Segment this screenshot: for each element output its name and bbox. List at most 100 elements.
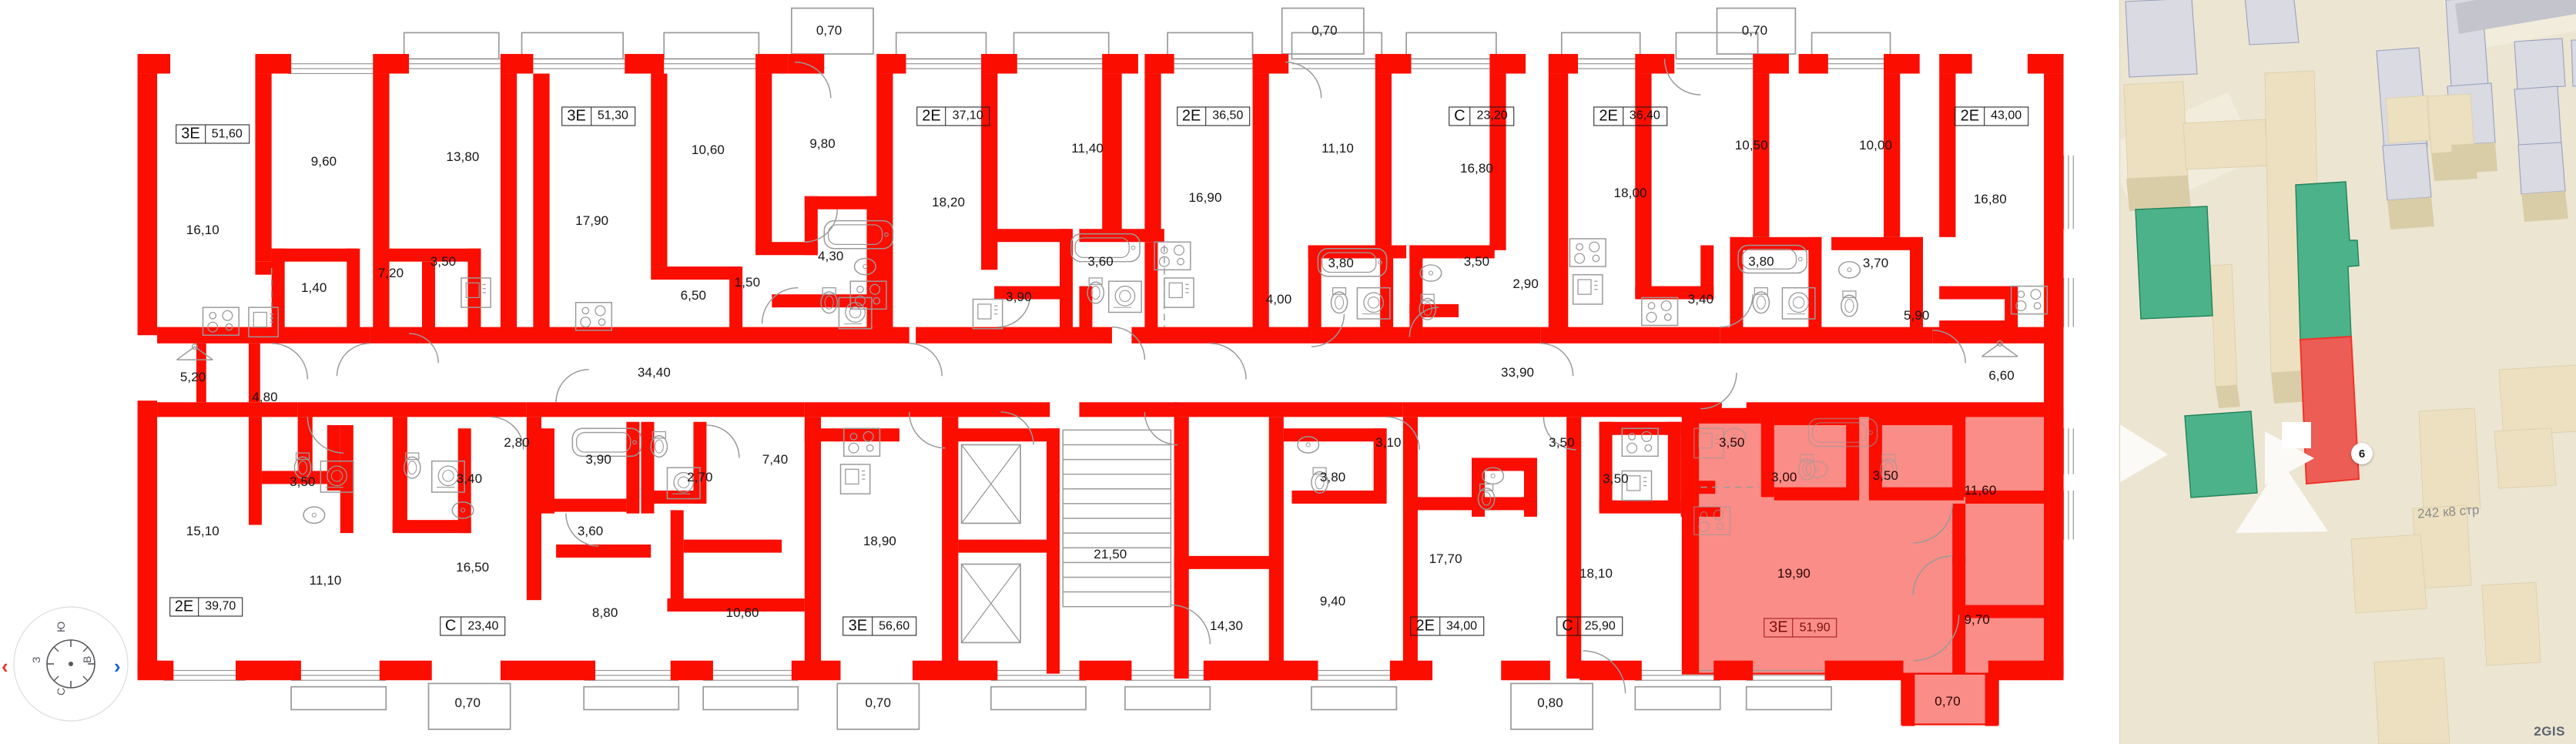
room-area-label: 2,80 bbox=[504, 435, 530, 451]
room-area-label: 3,80 bbox=[1319, 469, 1346, 484]
apartment-tag[interactable]: 2Е 34,00 bbox=[1410, 616, 1485, 636]
apartment-type: С bbox=[1557, 617, 1579, 635]
apartment-type: 3Е bbox=[1764, 618, 1794, 637]
staircase bbox=[1062, 429, 1172, 608]
apartment-type: 2Е bbox=[1411, 617, 1440, 635]
room-area-label: 10,00 bbox=[1859, 137, 1893, 152]
apartment-tag[interactable]: С 23,40 bbox=[439, 616, 506, 636]
room-area-label: 3,60 bbox=[1087, 253, 1114, 269]
apartment-area: 56,60 bbox=[879, 619, 910, 633]
room-area-label: 9,80 bbox=[809, 136, 836, 151]
compass-north-label: С bbox=[55, 688, 67, 695]
apartment-type: С bbox=[1449, 107, 1471, 126]
apartment-tag[interactable]: 2Е 36,50 bbox=[1176, 106, 1251, 126]
room-area-label: 15,10 bbox=[186, 524, 219, 538]
apartment-type: 2Е bbox=[1594, 107, 1623, 126]
room-area-label: 10,60 bbox=[725, 605, 759, 621]
apartment-type: 2Е bbox=[917, 107, 946, 126]
room-area-label: 7,40 bbox=[762, 451, 789, 467]
room-area-label: 16,80 bbox=[1459, 160, 1493, 176]
room-area-label: 3,50 bbox=[430, 253, 457, 269]
apartment-tag[interactable]: 2Е 39,70 bbox=[169, 597, 243, 617]
room-area-label: 3,50 bbox=[1718, 435, 1745, 451]
room-area-label: 0,70 bbox=[1311, 23, 1338, 39]
apartment-tag[interactable]: 3Е 51,30 bbox=[561, 106, 635, 126]
room-area-label: 16,80 bbox=[1973, 192, 2007, 206]
selected-apartment-walls bbox=[1682, 408, 2064, 726]
location-map-panel[interactable]: 6 242 к8 стр 2GIS bbox=[2119, 0, 2576, 744]
room-area-label: 6,60 bbox=[1988, 368, 2015, 384]
apartment-area: 23,20 bbox=[1476, 109, 1508, 122]
compass-rose[interactable]: З В Ю С bbox=[9, 602, 132, 726]
room-area-label: 17,70 bbox=[1429, 551, 1462, 567]
floor-plan-drawing bbox=[137, 7, 2074, 730]
room-area-label: 11,10 bbox=[1321, 141, 1354, 156]
apartment-type: 2Е bbox=[1177, 107, 1207, 126]
window-glazing bbox=[163, 58, 2074, 681]
room-area-label: 11,40 bbox=[1071, 141, 1104, 156]
room-area-label: 1,40 bbox=[300, 280, 327, 295]
previous-floor-button[interactable]: ‹ bbox=[2, 655, 8, 678]
room-area-label: 14,30 bbox=[1210, 618, 1244, 634]
balcony-outlines bbox=[290, 7, 1891, 730]
room-area-label: 18,00 bbox=[1613, 185, 1647, 200]
room-area-label: 33,90 bbox=[1501, 365, 1535, 380]
compass-south-label: Ю bbox=[55, 622, 67, 632]
room-area-label: 3,90 bbox=[585, 451, 611, 467]
apartment-tag[interactable]: С 23,20 bbox=[1449, 106, 1515, 126]
apartment-tag[interactable]: 3Е 51,60 bbox=[176, 124, 250, 144]
room-area-label: 3,50 bbox=[1603, 471, 1629, 487]
compass-east-label: В bbox=[81, 656, 93, 663]
room-area-label: 0,70 bbox=[1935, 693, 1961, 709]
room-area-label: 0,70 bbox=[816, 23, 842, 39]
apartment-area: 51,90 bbox=[1799, 621, 1831, 635]
room-area-label: 9,70 bbox=[1964, 612, 1990, 627]
room-area-label: 11,60 bbox=[1964, 482, 1997, 498]
apartment-area: 36,50 bbox=[1212, 109, 1244, 122]
room-area-label: 2,90 bbox=[1512, 276, 1539, 292]
apartment-type: С bbox=[440, 617, 462, 635]
room-area-label: 9,40 bbox=[1319, 594, 1346, 609]
apartment-type: 3Е bbox=[844, 617, 873, 635]
apartment-area: 51,30 bbox=[597, 109, 628, 122]
room-area-label: 3,00 bbox=[1770, 469, 1797, 484]
room-area-label: 10,50 bbox=[1734, 137, 1768, 152]
apartment-tag[interactable]: 3Е 51,90 bbox=[1764, 618, 1837, 638]
next-floor-button[interactable]: › bbox=[114, 655, 121, 678]
room-area-label: 6,50 bbox=[680, 288, 707, 303]
door-swings bbox=[271, 59, 1966, 694]
apartment-area: 39,70 bbox=[205, 599, 236, 613]
apartment-area: 34,00 bbox=[1445, 619, 1478, 633]
map-marker-badge[interactable]: 6 bbox=[2351, 443, 2373, 464]
map-watermark-2gis: 2GIS bbox=[2534, 724, 2565, 739]
apartment-area: 23,40 bbox=[467, 619, 499, 633]
room-area-label: 34,40 bbox=[637, 365, 671, 380]
room-area-label: 19,90 bbox=[1777, 566, 1811, 581]
room-area-label: 5,90 bbox=[1903, 307, 1930, 323]
apartment-type: 3Е bbox=[562, 107, 591, 126]
room-area-label: 7,20 bbox=[377, 265, 404, 280]
apartment-area: 25,90 bbox=[1584, 619, 1616, 633]
partition-dashed bbox=[270, 245, 1760, 488]
room-area-label: 0,70 bbox=[1741, 23, 1768, 39]
apartment-tag[interactable]: 3Е 56,60 bbox=[842, 616, 917, 636]
room-area-label: 4,30 bbox=[817, 249, 844, 264]
room-area-label: 10,60 bbox=[691, 142, 725, 158]
room-area-label: 3,60 bbox=[577, 524, 604, 538]
room-area-label: 11,10 bbox=[309, 572, 342, 588]
room-area-label: 21,50 bbox=[1094, 546, 1127, 561]
room-area-label: 3,50 bbox=[1463, 253, 1490, 269]
room-area-label: 16,90 bbox=[1188, 189, 1222, 205]
apartment-tag[interactable]: С 25,90 bbox=[1556, 616, 1623, 636]
apartment-type: 2Е bbox=[170, 598, 199, 616]
room-area-label: 1,50 bbox=[734, 275, 761, 290]
room-area-label: 3,40 bbox=[1687, 291, 1714, 307]
room-area-label: 0,70 bbox=[454, 695, 481, 710]
room-area-label: 18,90 bbox=[863, 533, 896, 548]
apartment-area: 51,60 bbox=[211, 127, 243, 141]
apartment-type: 3Е bbox=[176, 125, 206, 143]
